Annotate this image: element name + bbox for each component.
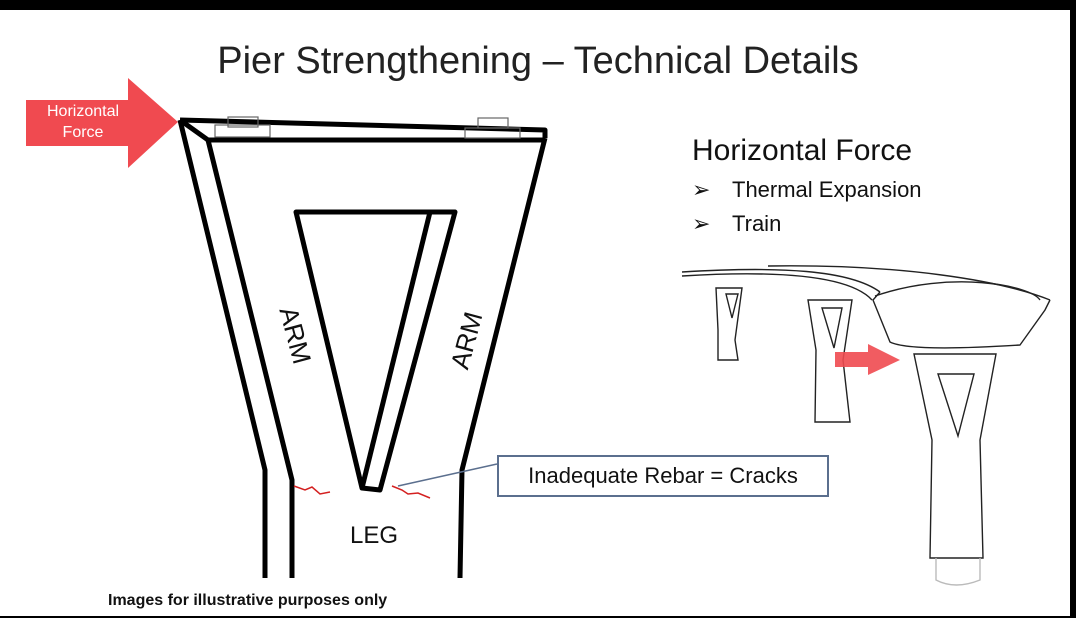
horizontal-force-arrow [26,78,178,168]
bullet-item: ➢Thermal Expansion [692,177,922,202]
callout-box: Inadequate Rebar = Cracks [497,455,829,497]
arrow-bullet-icon: ➢ [692,177,711,202]
pier-diagram [26,78,1051,586]
slide-title: Pier Strengthening – Technical Details [217,40,859,82]
small-force-arrow [835,344,900,375]
arrow-bullet-icon: ➢ [692,211,711,236]
bullet-item: ➢Train [692,211,782,236]
slide: Pier Strengthening – Technical Details H… [0,10,1070,616]
callout-connector [397,463,498,487]
crack-marks [293,485,431,499]
pier-outline [177,117,548,579]
bridge-illustration [681,265,1051,586]
force-arrow-label: Horizontal Force [46,103,120,141]
leg-label: LEG [350,522,399,549]
footnote: Images for illustrative purposes only [108,592,388,609]
side-heading: Horizontal Force [692,134,913,167]
bearing-icon [214,116,521,139]
